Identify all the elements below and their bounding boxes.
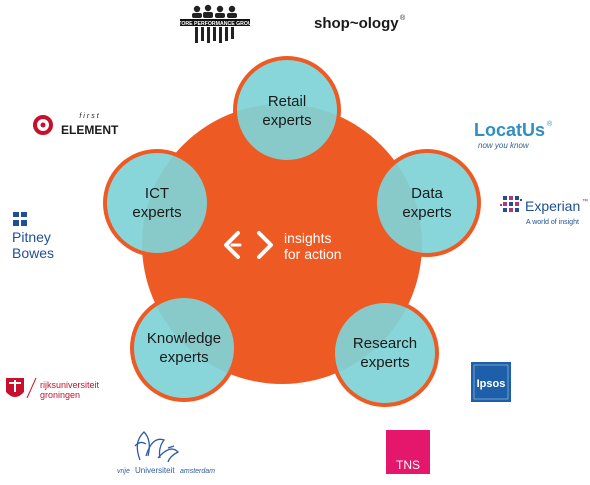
shopology-logo: shop~ology ®	[314, 14, 406, 32]
retail-line2: experts	[262, 112, 311, 129]
vu-line3: amsterdam	[180, 468, 215, 475]
vu-line2: Universiteit	[135, 466, 175, 475]
shopology-mark: ®	[400, 14, 406, 22]
rug-line1: rijksuniversiteit	[40, 380, 100, 390]
brand-line1: insights	[284, 230, 331, 246]
pitney-line1: Pitney	[12, 229, 51, 245]
satellite-ict: ICT experts	[103, 149, 211, 257]
dot-grid-icon	[500, 196, 522, 212]
knowledge-line2: experts	[159, 349, 208, 366]
shopology-text: shop~ology	[314, 15, 399, 32]
experian-name: Experian	[525, 198, 580, 214]
satellite-research: Research experts	[331, 299, 439, 407]
pitney-mark-icon	[11, 212, 29, 226]
ipsos-logo: Ipsos	[471, 362, 511, 402]
vu-logo: vrije Universiteit amsterdam	[117, 431, 215, 475]
locatus-name: LocatUs	[474, 120, 545, 140]
ict-line2: experts	[132, 204, 181, 221]
experian-mark: ™	[582, 198, 588, 205]
satellite-knowledge: Knowledge experts	[130, 294, 238, 402]
griffin-icon	[134, 431, 180, 463]
ipsos-name: Ipsos	[477, 378, 506, 390]
tns-name: TNS	[396, 458, 420, 472]
experian-logo: Experian ™ A world of insight	[500, 196, 588, 226]
research-line1: Research	[353, 335, 417, 352]
store-performance-logo: STORE PERFORMANCE GROUP	[175, 4, 256, 43]
vu-line1: vrije	[117, 468, 130, 475]
ring-icon	[33, 115, 53, 135]
pitney-line2: Bowes	[12, 245, 54, 261]
experian-tagline: A world of insight	[526, 219, 579, 226]
rug-logo: rijksuniversiteit groningen	[6, 377, 100, 400]
rug-line2: groningen	[40, 390, 80, 400]
crest-icon	[6, 378, 24, 397]
first-element-logo: first ELEMENT	[33, 113, 119, 137]
locatus-mark: ®	[547, 120, 553, 128]
locatus-tagline: now you know	[478, 141, 530, 150]
locatus-logo: LocatUs ® now you know	[474, 120, 553, 150]
store-performance-text: STORE PERFORMANCE GROUP	[175, 21, 256, 27]
brand-line2: for action	[284, 246, 342, 262]
knowledge-line1: Knowledge	[147, 330, 221, 347]
first-element-small: first	[79, 113, 100, 120]
data-line1: Data	[411, 185, 443, 202]
satellite-retail: Retail experts	[233, 56, 341, 164]
research-line2: experts	[360, 354, 409, 371]
first-element-big: ELEMENT	[61, 123, 119, 137]
chevrons-logo-icon	[224, 231, 273, 259]
data-line2: experts	[402, 204, 451, 221]
tns-logo: TNS	[386, 430, 430, 474]
ict-line1: ICT	[145, 185, 169, 202]
pitney-bowes-logo: Pitney Bowes	[11, 212, 54, 261]
people-group-icon	[192, 4, 237, 43]
retail-line1: Retail	[268, 93, 306, 110]
satellite-data: Data experts	[373, 149, 481, 257]
